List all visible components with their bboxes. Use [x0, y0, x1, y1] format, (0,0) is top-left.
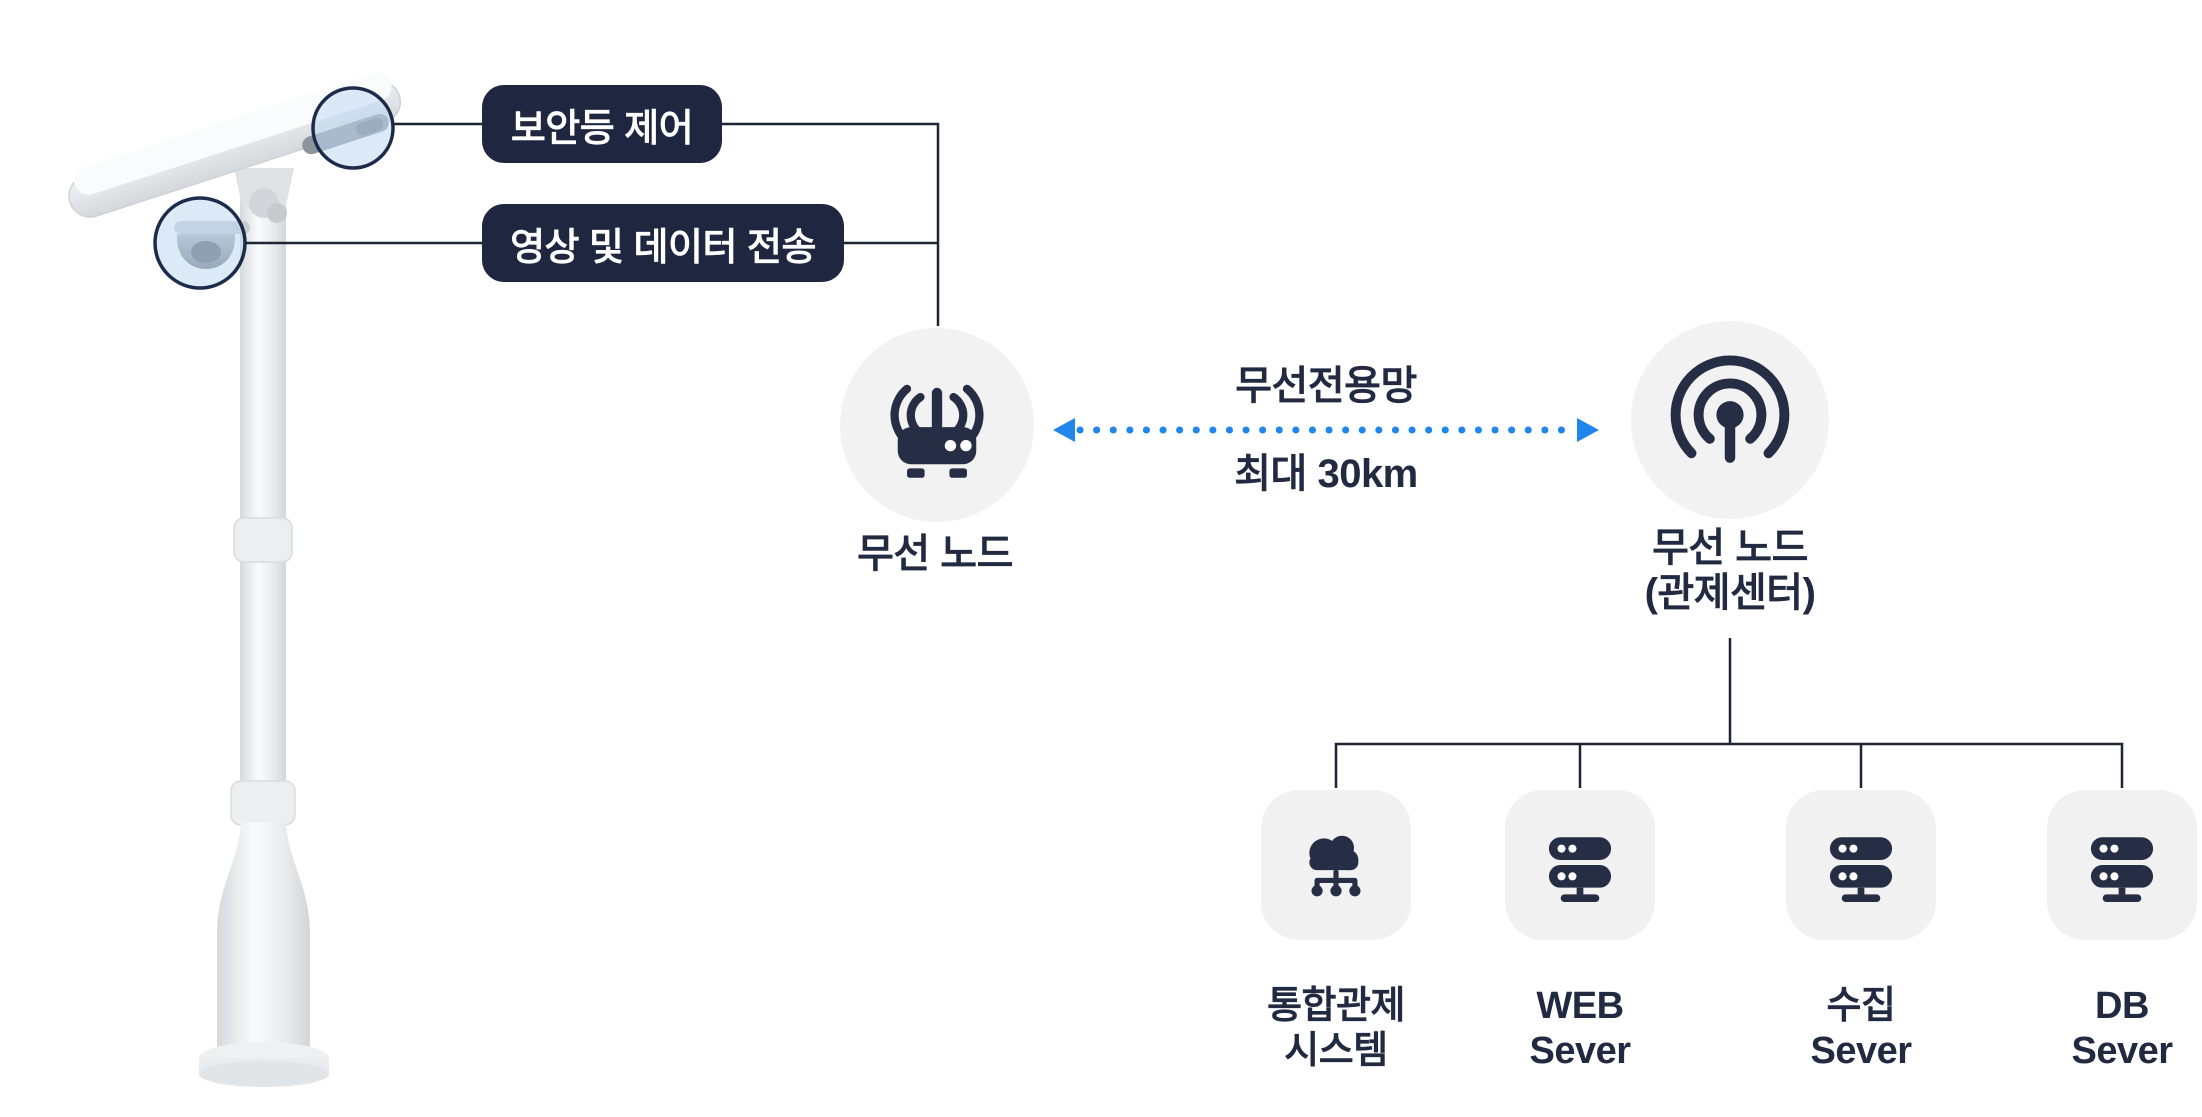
field-node-label: 무선 노드	[857, 532, 1013, 576]
pole-tube	[240, 198, 286, 790]
wireless-link-name: 무선전용망	[1235, 364, 1417, 408]
server-label-line: WEB	[1536, 985, 1624, 1027]
server-card-db	[2047, 790, 2197, 940]
panel-hinge	[267, 203, 287, 223]
arrowhead-right	[1577, 418, 1599, 442]
server-label-line: Sever	[1529, 1030, 1631, 1072]
callout1-to-node-line	[722, 122, 940, 326]
callout-data-transfer-label: 영상 및 데이터 전송	[510, 226, 816, 269]
pole-ring	[230, 780, 296, 826]
server-label-line: 시스템	[1284, 1030, 1388, 1072]
wireless-link-arrow	[1053, 418, 1599, 442]
server-label-integrated-control: 통합관제 시스템	[1267, 984, 1405, 1074]
callout-light-control: 보안등 제어	[482, 85, 722, 163]
server-bus-line	[1334, 742, 2124, 788]
server-label-line: 통합관제	[1267, 985, 1405, 1027]
wireless-link-distance: 최대 30km	[1234, 452, 1418, 496]
cloud-network-icon	[1309, 835, 1361, 897]
server-label-line: DB	[2095, 985, 2149, 1027]
wireless-router-icon	[890, 384, 984, 478]
server-rack-icon	[1548, 837, 1612, 902]
broadcast-antenna-icon	[1670, 355, 1790, 463]
center-node-label-line1: 무선 노드	[1652, 526, 1808, 570]
server-label-web: WEB Sever	[1529, 984, 1631, 1074]
center-node-label: 무선 노드 (관제센터)	[1645, 526, 1816, 616]
pole-ring	[233, 517, 293, 563]
server-rack-icon	[2090, 837, 2154, 902]
server-label-db: DB Sever	[2071, 984, 2173, 1074]
connector-lines	[245, 122, 2124, 788]
callout-data-transfer: 영상 및 데이터 전송	[482, 204, 844, 282]
center-wireless-node	[1631, 321, 1829, 519]
lamp-highlight-circle	[311, 86, 395, 170]
field-wireless-node	[840, 328, 1034, 522]
server-label-line: Sever	[2071, 1030, 2173, 1072]
server-label-line: 수집	[1826, 985, 1896, 1027]
center-node-label-line2: (관제센터)	[1644, 571, 1816, 615]
server-rack-icon	[1829, 837, 1893, 902]
server-card-integrated-control	[1261, 790, 1411, 940]
solar-pole-illustration	[68, 72, 402, 1087]
arrowhead-left	[1053, 418, 1075, 442]
pole-base	[199, 1061, 329, 1087]
server-label-collection: 수집 Sever	[1810, 984, 1912, 1074]
callout-light-control-label: 보안등 제어	[510, 107, 694, 150]
camera-highlight-circle	[153, 196, 247, 290]
server-card-web	[1505, 790, 1655, 940]
server-label-line: Sever	[1810, 1030, 1912, 1072]
pole-flare	[217, 822, 310, 1054]
panel-hinge	[234, 168, 294, 206]
server-card-collection	[1786, 790, 1936, 940]
